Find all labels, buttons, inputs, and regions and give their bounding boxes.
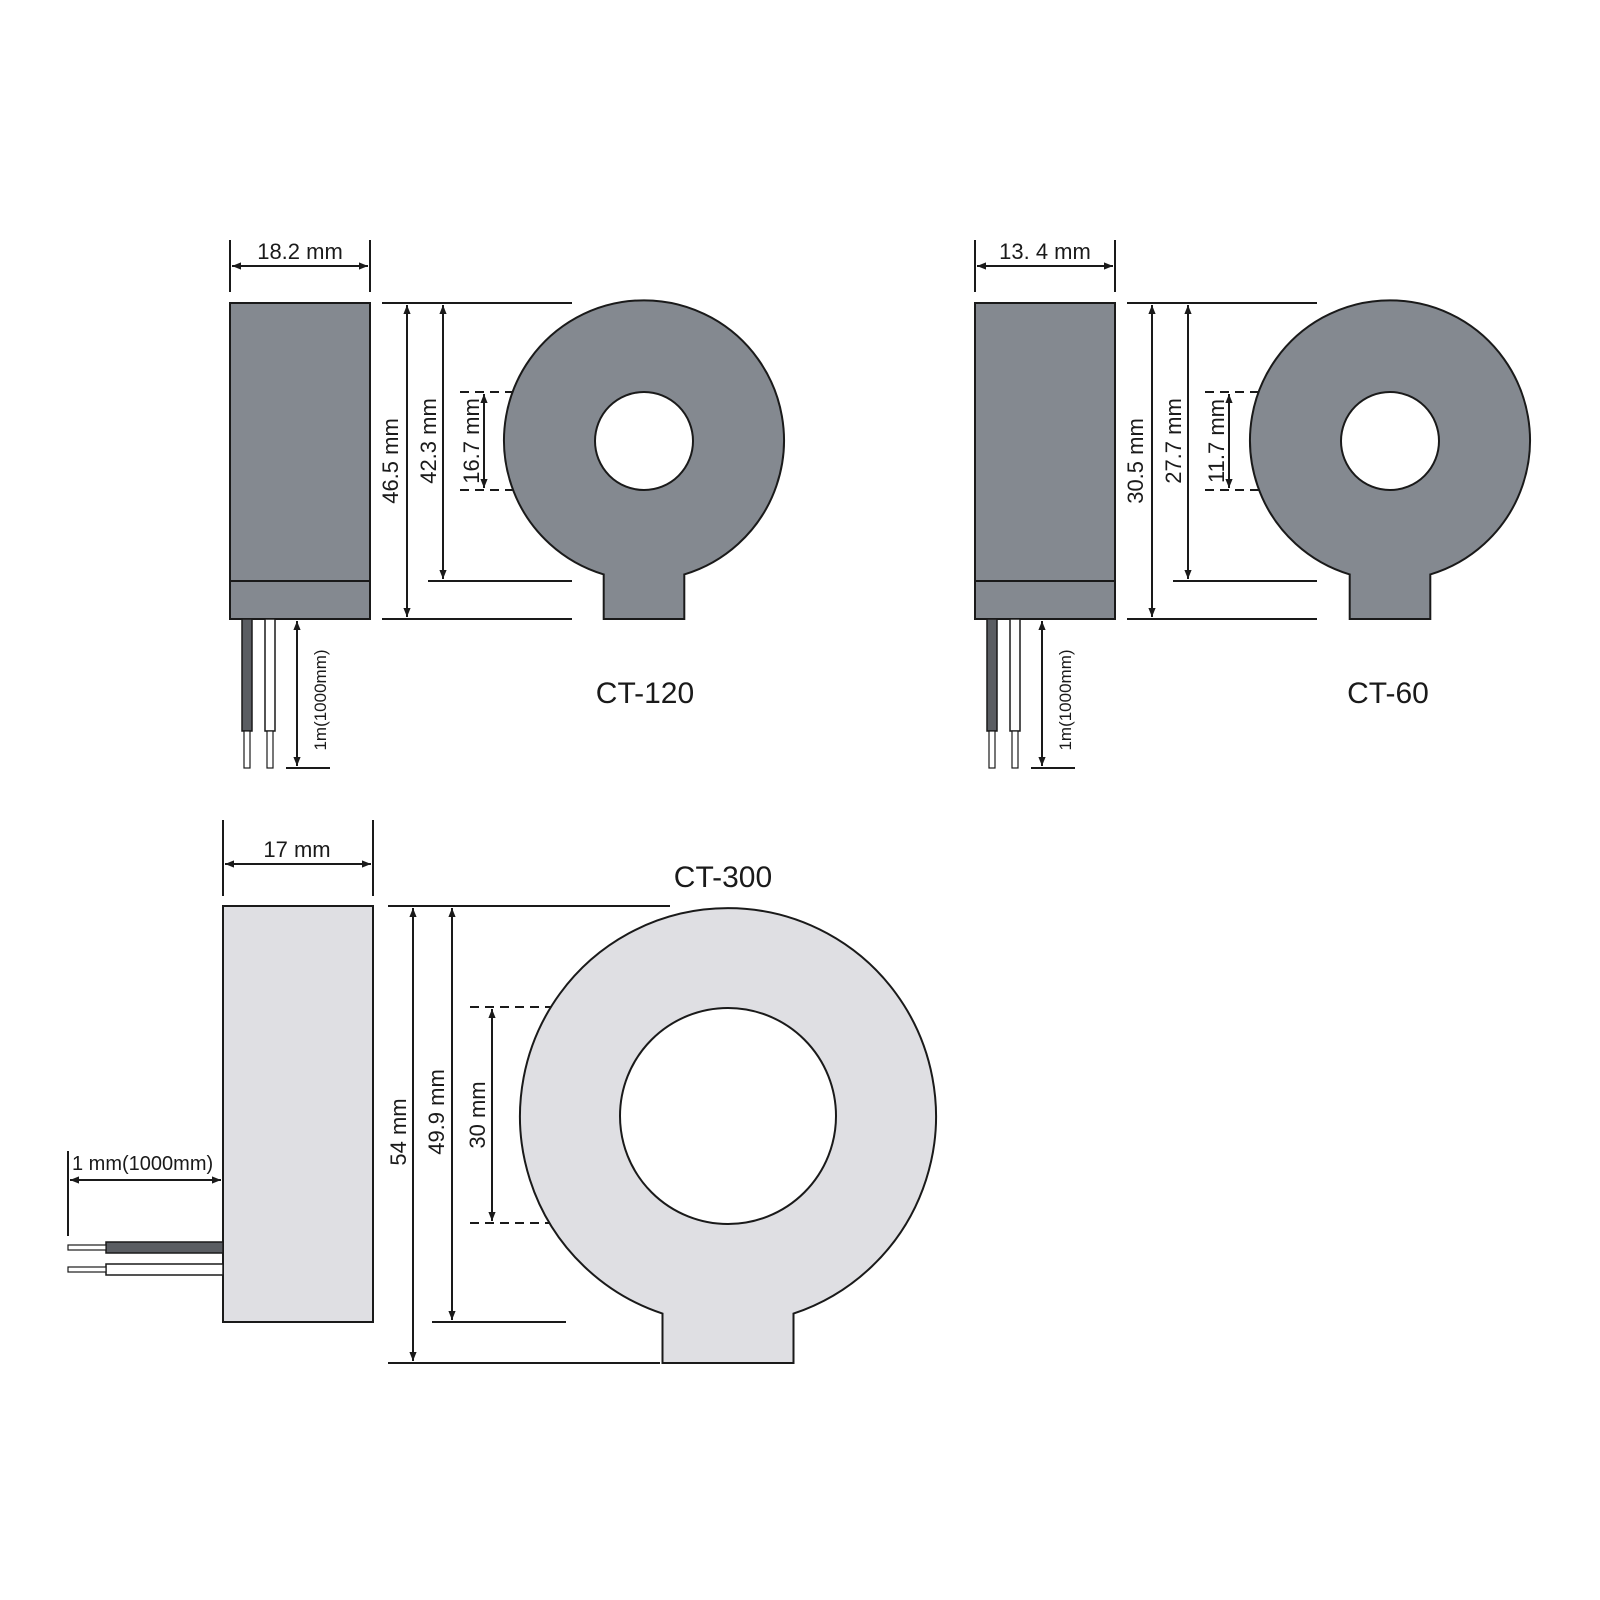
ct120-white-wire-tip — [266, 730, 274, 769]
ct60-drawing: 13. 4 mm 1m(1000mm) 30.5 mm 27.7 mm 11.7… — [974, 239, 1531, 769]
ct60-side-body — [974, 302, 1116, 620]
ct120-side-body — [229, 302, 371, 620]
ct300-model-label: CT-300 — [674, 861, 772, 894]
ct120-ring-diameter-label: 42.3 mm — [416, 398, 441, 484]
ct300-ring-diameter-label: 49.9 mm — [424, 1069, 449, 1155]
ct120-model-label: CT-120 — [596, 677, 694, 710]
ct60-black-wire-tip — [988, 730, 996, 769]
ct60-white-wire-tip — [1011, 730, 1019, 769]
ct300-drawing: 17 mm 1 mm(1000mm) 54 mm 49.9 mm 30 mm C… — [67, 820, 937, 1364]
ct300-hole-label: 30 mm — [465, 1081, 490, 1148]
ct120-black-wire-tip — [243, 730, 251, 769]
ct300-lead-label: 1 mm(1000mm) — [72, 1153, 213, 1175]
ct300-white-wire-tip — [67, 1266, 107, 1273]
ct300-white-wire — [105, 1263, 224, 1276]
ct300-black-wire-tip — [67, 1244, 107, 1251]
ct60-ring-diameter-label: 27.7 mm — [1161, 398, 1186, 484]
ct120-black-wire — [241, 618, 253, 732]
ct120-center-hole — [594, 391, 694, 491]
ct60-lead-label: 1m(1000mm) — [1056, 649, 1075, 750]
ct120-lead-label: 1m(1000mm) — [311, 649, 330, 750]
ct60-center-hole — [1340, 391, 1440, 491]
ct60-black-wire — [986, 618, 998, 732]
ct120-white-wire — [264, 618, 276, 732]
ct300-width-label: 17 mm — [263, 837, 330, 862]
ct60-white-wire — [1009, 618, 1021, 732]
ct60-hole-label: 11.7 mm — [1204, 399, 1229, 483]
ct60-model-label: CT-60 — [1347, 677, 1429, 710]
ct300-side-body — [222, 905, 374, 1323]
ct120-hole-label: 16.7 mm — [459, 398, 484, 484]
ct300-center-hole — [619, 1007, 837, 1225]
ct120-outer-height-label: 46.5 mm — [378, 418, 403, 504]
ct120-drawing: 18.2 mm 1m(1000mm) 46.5 mm 42.3 mm 16.7 … — [229, 239, 785, 769]
ct120-width-label: 18.2 mm — [257, 239, 343, 264]
ct60-width-label: 13. 4 mm — [999, 239, 1091, 264]
ct300-outer-height-label: 54 mm — [386, 1098, 411, 1165]
ct60-outer-height-label: 30.5 mm — [1123, 418, 1148, 504]
ct300-black-wire — [105, 1241, 224, 1254]
